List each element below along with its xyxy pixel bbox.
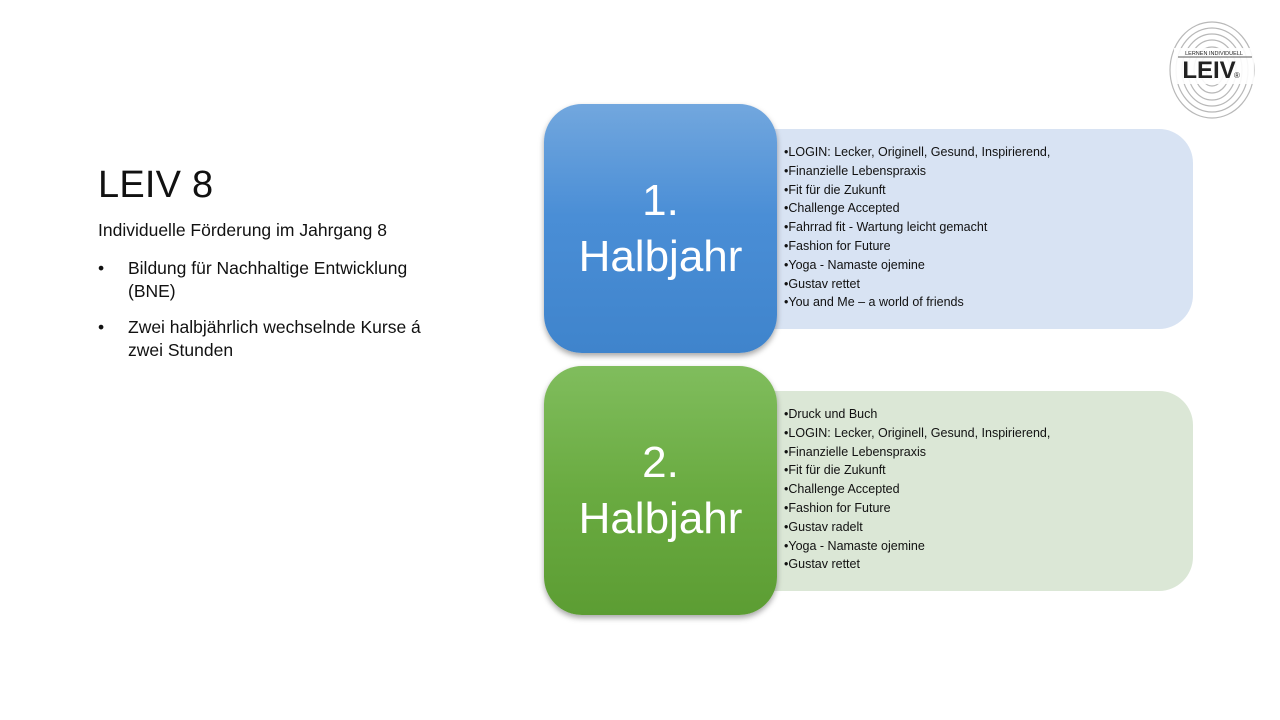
course-item: •Yoga - Namaste ojemine: [784, 257, 925, 272]
course-item: •Fit für die Zukunft: [784, 182, 886, 197]
semester-1-number: 1.: [642, 175, 679, 225]
course-item: •Challenge Accepted: [784, 201, 900, 216]
course-item: •Fashion for Future: [784, 238, 891, 253]
bullet-dot: •: [98, 258, 105, 278]
fingerprint-icon: LERNEN INDIVIDUELL LEIV ®: [1169, 21, 1255, 119]
slide-subtitle: Individuelle Förderung im Jahrgang 8: [98, 220, 387, 240]
bullet-item: • Bildung für Nachhaltige Entwicklung (BN…: [98, 257, 458, 303]
course-item: •Finanzielle Lebenspraxis: [784, 163, 926, 178]
semester-1-box: 1. Halbjahr: [544, 104, 777, 353]
semester-2-number: 2.: [642, 437, 679, 487]
course-item: •Fashion for Future: [784, 500, 891, 515]
slide-title: LEIV 8: [98, 164, 214, 206]
bullet-list: • Bildung für Nachhaltige Entwicklung (BN…: [98, 257, 458, 375]
course-item: •Gustav rettet: [784, 557, 860, 572]
semester-2-course-list: •Druck und Buch •LOGIN: Lecker, Originel…: [784, 405, 1193, 574]
semester-2-course-panel: •Druck und Buch •LOGIN: Lecker, Originel…: [740, 391, 1193, 591]
bullet-text: Bildung für Nachhaltige Entwicklung (BNE…: [128, 258, 408, 301]
semester-2-box: 2. Halbjahr: [544, 366, 777, 615]
logo-tagline: LERNEN INDIVIDUELL: [1185, 51, 1243, 57]
bullet-dot: •: [98, 317, 105, 337]
logo-wordmark: LEIV: [1182, 57, 1235, 84]
bullet-text: Zwei halbjährlich wechselnde Kurse á zwe…: [128, 317, 421, 360]
course-item: •Fahrrad fit - Wartung leicht gemacht: [784, 220, 988, 235]
course-item: •Yoga - Namaste ojemine: [784, 538, 925, 553]
bullet-item: • Zwei halbjährlich wechselnde Kurse á zw…: [98, 316, 458, 362]
course-item: •Gustav rettet: [784, 276, 860, 291]
semester-1-course-panel: •LOGIN: Lecker, Originell, Gesund, Inspi…: [740, 129, 1193, 329]
semester-1-course-list: •LOGIN: Lecker, Originell, Gesund, Inspi…: [784, 143, 1193, 312]
course-item: •Finanzielle Lebenspraxis: [784, 444, 926, 459]
course-item: •Gustav radelt: [784, 519, 863, 534]
course-item: •Challenge Accepted: [784, 482, 900, 497]
logo-registered: ®: [1234, 71, 1240, 80]
course-item: •You and Me – a world of friends: [784, 295, 964, 310]
semester-1-label: Halbjahr: [578, 231, 743, 281]
course-item: •LOGIN: Lecker, Originell, Gesund, Inspi…: [784, 425, 1051, 440]
course-item: •Fit für die Zukunft: [784, 463, 886, 478]
leiv-logo: LERNEN INDIVIDUELL LEIV ®: [1166, 14, 1258, 120]
course-item: •Druck und Buch: [784, 407, 878, 421]
semester-2-label: Halbjahr: [578, 493, 743, 543]
course-item: •LOGIN: Lecker, Originell, Gesund, Inspi…: [784, 145, 1051, 159]
